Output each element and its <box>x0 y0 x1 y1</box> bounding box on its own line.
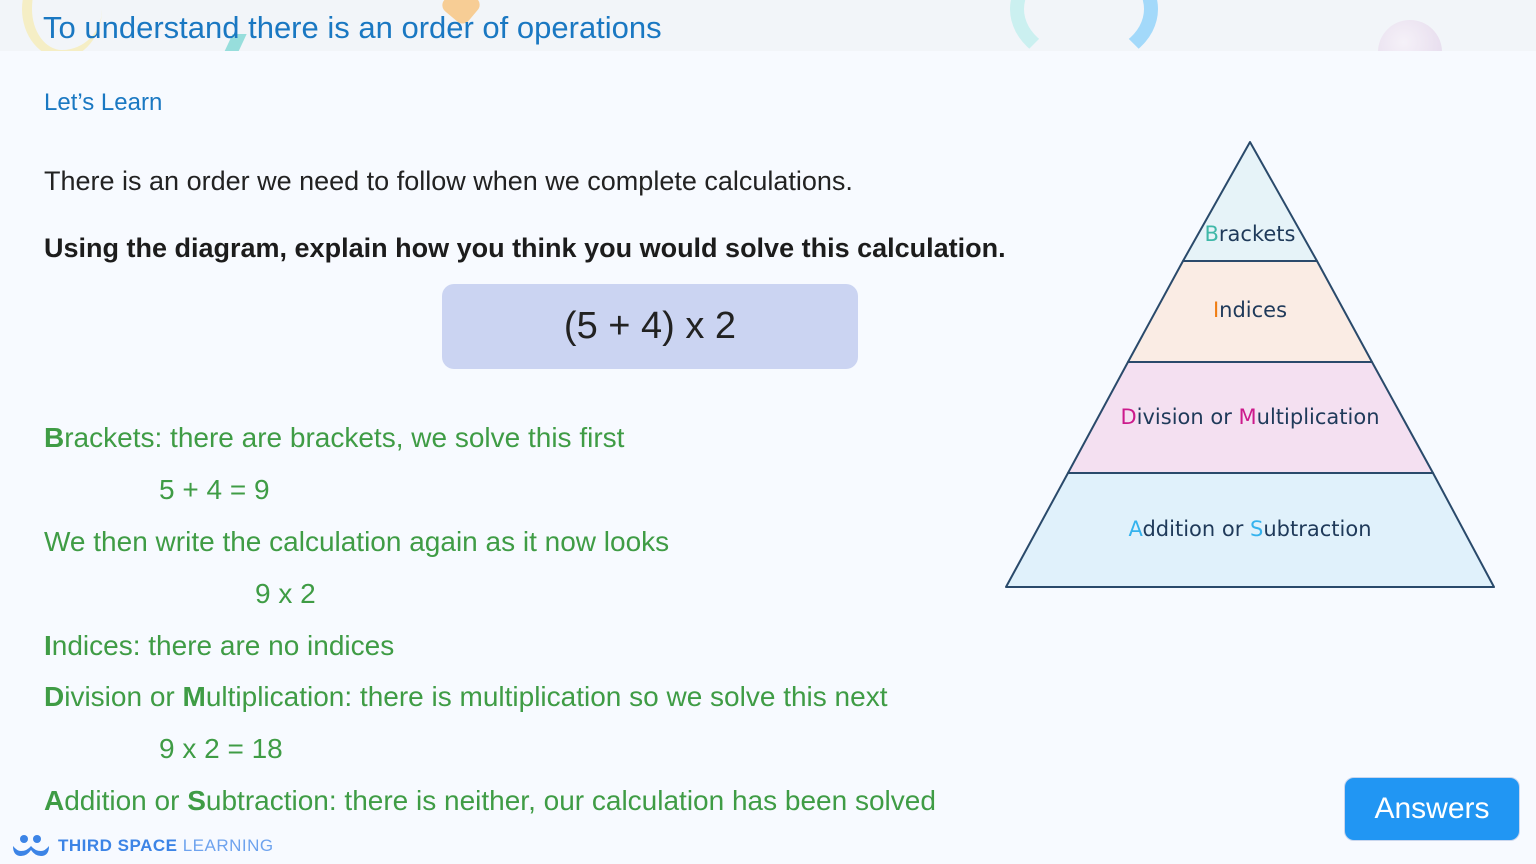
step-text: We then write the calculation again as i… <box>44 526 670 557</box>
pyramid-label-indices: Indices <box>1000 298 1500 322</box>
page-title: To understand there is an order of opera… <box>43 10 662 45</box>
calculation-box: (5 + 4) x 2 <box>442 284 858 369</box>
bidmas-pyramid-diagram: Brackets Indices Division or Multiplicat… <box>1000 135 1500 595</box>
step-text: ubtraction: there is neither, our calcul… <box>205 785 936 816</box>
step-text: ultiplication: there is multiplication s… <box>205 681 888 712</box>
brand-name-light: LEARNING <box>182 836 274 855</box>
label-initial: D <box>1120 405 1137 429</box>
step-initial: M <box>182 681 206 712</box>
intro-text: There is an order we need to follow when… <box>44 166 853 196</box>
pyramid-label-division-multiplication: Division or Multiplication <box>1000 405 1500 429</box>
label-text: ndices <box>1219 298 1288 322</box>
step-text: 5 + 4 = 9 <box>159 474 270 505</box>
question-prompt: Using the diagram, explain how you think… <box>44 233 1006 263</box>
label-initial: M <box>1238 405 1257 429</box>
step-addition-subtraction: Addition or Subtraction: there is neithe… <box>44 785 936 817</box>
label-initial: B <box>1204 222 1219 246</box>
step-brackets-working: 5 + 4 = 9 <box>159 474 270 506</box>
label-text: ddition or <box>1142 517 1251 541</box>
pyramid-level-addition-subtraction <box>1005 472 1495 588</box>
label-initial: I <box>1212 298 1220 322</box>
step-initial: A <box>44 785 65 816</box>
brand-name: THIRD SPACE LEARNING <box>58 836 274 856</box>
step-text: 9 x 2 <box>255 578 316 609</box>
header-banner: To understand there is an order of opera… <box>0 0 1536 51</box>
step-text: ddition or <box>64 785 188 816</box>
smiley-logo-icon <box>13 835 49 856</box>
step-rewrite: We then write the calculation again as i… <box>44 526 669 558</box>
answers-button[interactable]: Answers <box>1344 777 1520 841</box>
step-indices: Indices: there are no indices <box>44 630 394 662</box>
step-text: ivision or <box>64 681 183 712</box>
label-text: ultiplication <box>1256 405 1380 429</box>
step-initial: S <box>187 785 206 816</box>
decorative-yellow-arc <box>22 0 102 51</box>
label-text: rackets <box>1218 222 1296 246</box>
step-text: 9 x 2 = 18 <box>159 733 283 764</box>
pyramid-label-addition-subtraction: Addition or Subtraction <box>1000 517 1500 541</box>
step-initial: I <box>44 630 52 661</box>
step-division-multiplication: Division or Multiplication: there is mul… <box>44 681 887 713</box>
label-text: ivision or <box>1136 405 1239 429</box>
label-text: ubtraction <box>1263 517 1372 541</box>
pyramid-shape <box>1005 141 1495 588</box>
step-initial: D <box>44 681 65 712</box>
brand-name-bold: THIRD SPACE <box>58 836 178 855</box>
decorative-blue-arc <box>1010 0 1158 51</box>
brand-logo: THIRD SPACE LEARNING <box>12 834 274 858</box>
label-initial: S <box>1250 517 1264 541</box>
step-multiplication-working: 9 x 2 = 18 <box>159 733 283 765</box>
step-rewritten-calc: 9 x 2 <box>255 578 316 610</box>
calculation-expression: (5 + 4) x 2 <box>563 305 737 347</box>
step-brackets: Brackets: there are brackets, we solve t… <box>44 422 624 454</box>
label-initial: A <box>1128 517 1143 541</box>
step-initial: B <box>44 422 65 453</box>
answers-button-label: Answers <box>1374 792 1490 825</box>
pyramid-label-brackets: Brackets <box>1000 222 1500 246</box>
section-label: Let’s Learn <box>44 89 163 116</box>
decorative-sphere <box>1378 20 1442 51</box>
step-text: rackets: there are brackets, we solve th… <box>64 422 625 453</box>
step-text: ndices: there are no indices <box>51 630 395 661</box>
